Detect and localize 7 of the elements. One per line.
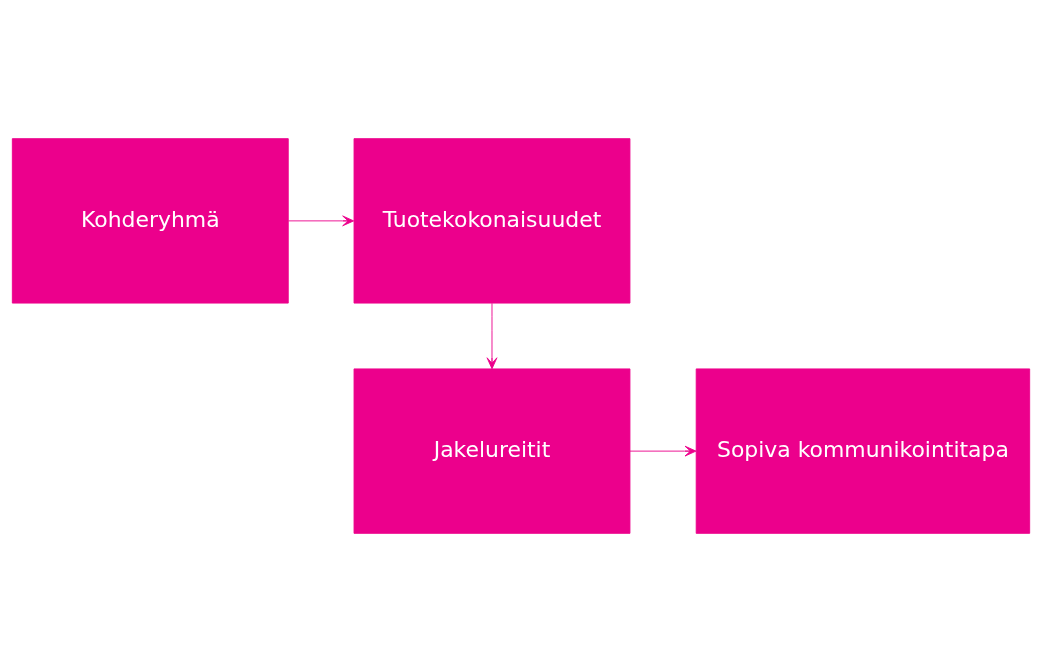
arrow <box>288 215 355 227</box>
arrow <box>486 302 498 370</box>
node-box: Kohderyhmä <box>11 138 289 304</box>
node-box: Jakelureitit <box>353 368 631 534</box>
arrow <box>629 445 697 457</box>
node-box: Sopiva kommunikointitapa <box>695 368 1031 534</box>
node-box: Tuotekokonaisuudet <box>353 138 631 304</box>
